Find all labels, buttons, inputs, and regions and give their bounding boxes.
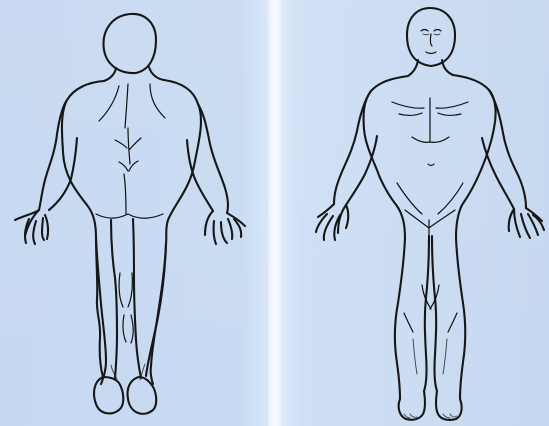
anterior-abdomen-lines: [397, 137, 463, 214]
anterior-face-features: [421, 30, 441, 54]
posterior-spine-and-lumbar-lines: [115, 128, 141, 171]
anterior-feet-outline: [399, 391, 462, 420]
anterior-left-inner-arm-outline: [346, 136, 377, 205]
posterior-back-leg-muscle-lines: [119, 273, 133, 343]
anterior-right-leg-outline: [432, 236, 465, 399]
posterior-feet-outline: [94, 377, 156, 414]
posterior-head-outline: [104, 14, 156, 73]
anterior-right-hand: [509, 208, 544, 238]
anterior-left-hand: [316, 204, 348, 240]
posterior-shoulder-blade-lines: [99, 84, 165, 128]
posterior-body-figure: [15, 14, 245, 414]
anterior-toe-lines: [404, 414, 457, 418]
anterior-chest-lines: [392, 98, 468, 141]
anterior-right-inner-arm-outline: [482, 138, 514, 209]
posterior-left-hand: [15, 210, 48, 244]
posterior-right-arm-outline: [198, 104, 228, 213]
anterior-knee-lines: [404, 285, 457, 332]
anterior-lower-leg-lines: [413, 339, 447, 374]
posterior-buttock-lines: [96, 174, 163, 218]
posterior-right-hand: [205, 211, 245, 244]
posterior-torso-outline: [62, 80, 201, 377]
anterior-body-figure: [316, 8, 544, 420]
anterior-neck-outline: [408, 60, 453, 76]
anterior-left-leg-outline: [395, 236, 429, 399]
